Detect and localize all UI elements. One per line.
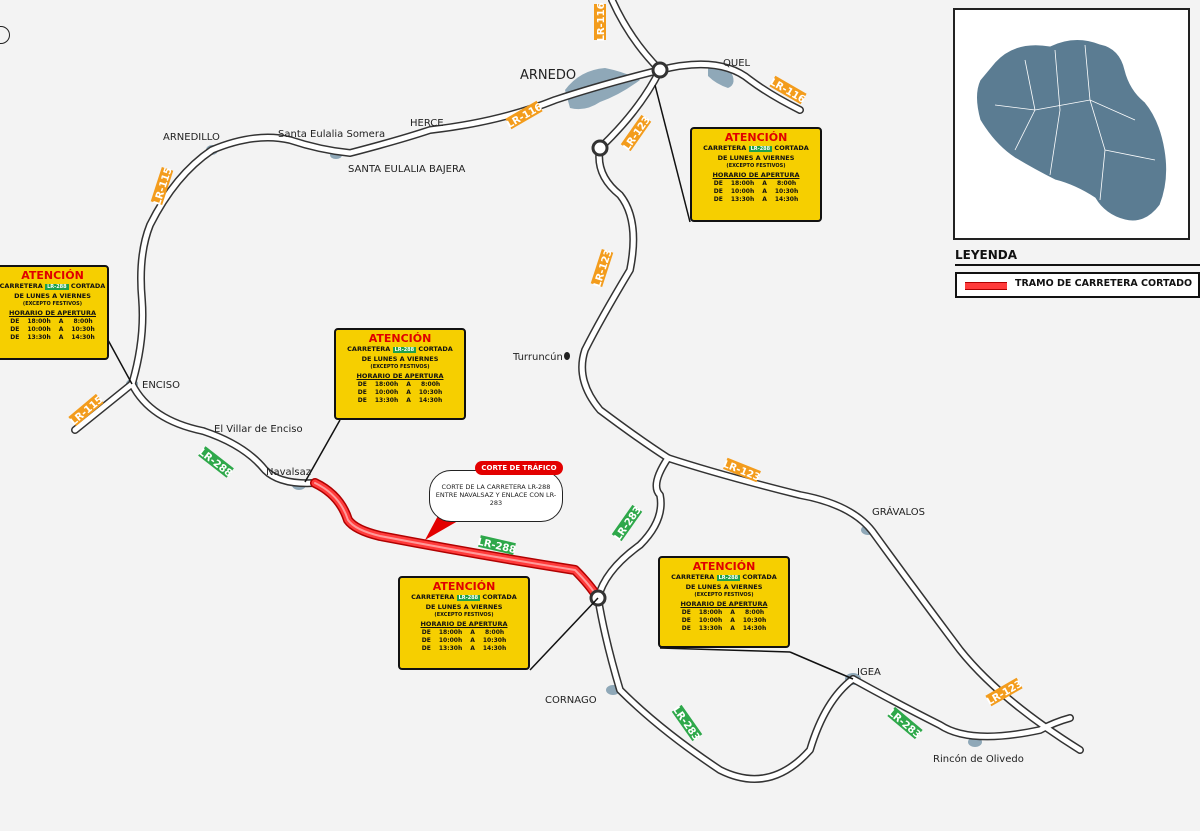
label-arnedo: ARNEDO	[520, 68, 576, 83]
label-arnedillo: ARNEDILLO	[163, 132, 220, 143]
legend-title: LEYENDA	[955, 248, 1018, 262]
label-navalsaz: Navalsaz	[266, 467, 311, 478]
legend-box: TRAMO DE CARRETERA CORTADO	[955, 272, 1200, 298]
label-turruncun: Turruncún	[512, 351, 563, 363]
label-igea: IGEA	[857, 667, 881, 678]
region-shape	[976, 39, 1168, 222]
label-santa-eulalia-bajera: SANTA EULALIA BAJERA	[348, 164, 466, 175]
roundabout-arnedo	[651, 61, 669, 79]
label-santa-eulalia-somera: Santa Eulalia Somera	[278, 129, 385, 140]
notice-cornago: ATENCIÓN CARRETERA LR-288 CORTADA DE LUN…	[398, 576, 530, 670]
district-lines	[994, 44, 1156, 201]
region-map	[976, 39, 1168, 222]
roundabout-lr123	[591, 139, 609, 157]
notice-enciso: ATENCIÓN CARRETERA LR-288 CORTADA DE LUN…	[0, 265, 109, 360]
roads-fill	[75, 0, 1080, 779]
badge-lr283-north: LR-283	[613, 505, 644, 543]
leader-lines	[107, 84, 854, 680]
badge-lr116-north: LR-116	[596, 2, 607, 41]
callout-text: CORTE DE LA CARRETERA LR-288 ENTRE NAVAL…	[435, 483, 557, 507]
legend-divider	[955, 264, 1200, 266]
label-rincon: Rincón de Olivedo	[933, 753, 1024, 765]
badge-lr288-west: LR-288	[196, 447, 234, 480]
label-herce: HERCE	[410, 118, 444, 129]
badge-lr123-mid: LR-123	[592, 248, 615, 289]
notice-navalsaz: ATENCIÓN CARRETERA LR-288 CORTADA DE LUN…	[334, 328, 466, 420]
notice-igea: ATENCIÓN CARRETERA LR-288 CORTADA DE LUN…	[658, 556, 790, 648]
traffic-cut-callout: CORTE DE LA CARRETERA LR-288 ENTRE NAVAL…	[429, 470, 563, 522]
label-el-villar: El Villar de Enciso	[214, 424, 303, 435]
label-gravalos: GRÁVALOS	[872, 505, 925, 518]
label-cornago: CORNAGO	[545, 695, 597, 706]
label-quel: QUEL	[723, 58, 751, 69]
notice-arnedo: ATENCIÓN CARRETERA LR-288 CORTADA DE LUN…	[690, 127, 822, 222]
legend-closed-road-swatch	[965, 282, 1007, 290]
traffic-cut-tag: CORTE DE TRÁFICO	[475, 461, 563, 475]
turruncun-blob	[564, 352, 570, 360]
inset-locator-map	[953, 8, 1190, 240]
roads-casing	[71, 0, 1084, 783]
label-enciso: ENCISO	[142, 380, 180, 391]
legend-closed-road-label: TRAMO DE CARRETERA CORTADO	[1015, 278, 1193, 289]
town-labels: ARNEDO QUEL ARNEDILLO Santa Eulalia Some…	[142, 58, 1024, 765]
road-badges: LR-116 LR-116 LR-116 LR-123 LR-123 LR-12…	[68, 2, 1024, 743]
